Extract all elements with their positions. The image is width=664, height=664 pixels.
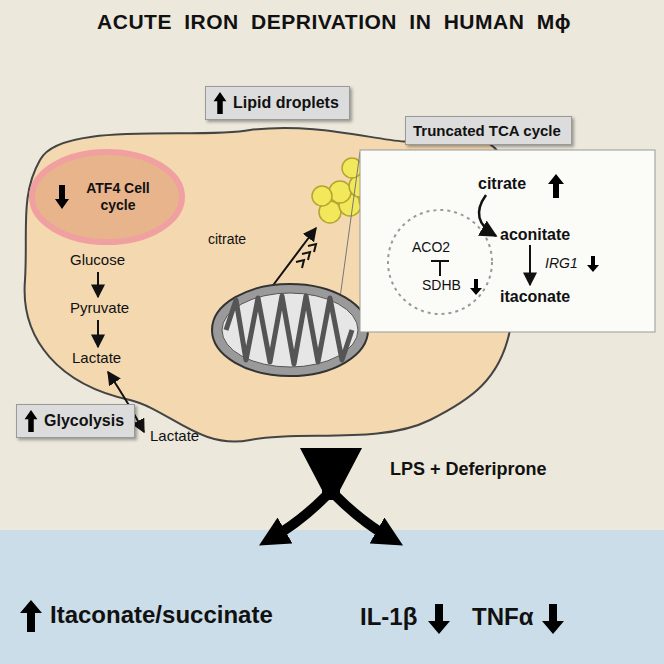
funnel [300, 448, 362, 500]
up-arrow [213, 92, 227, 114]
up-arrow [20, 600, 42, 632]
inhibition-line [439, 261, 441, 276]
gene-label: IRG1 [545, 256, 578, 271]
treatment-label: LPS + Deferiprone [390, 460, 547, 480]
upper-ground [0, 0, 664, 530]
pathway-arrow [97, 320, 99, 347]
nucleus-content: ATF4 Cell cycle [28, 148, 186, 246]
metabolite-label: Pyruvate [70, 300, 129, 317]
reaction-arrow [529, 245, 531, 285]
metabolite-label: aconitate [500, 226, 570, 244]
outcome-label: TNFα [472, 604, 533, 630]
pathway-arrow [97, 272, 99, 297]
metabolite-label: citrate [208, 232, 246, 247]
zoom-line [340, 152, 360, 298]
up-arrow [548, 174, 564, 198]
nucleus: ATF4 Cell cycle [28, 148, 186, 246]
down-arrow [470, 279, 482, 295]
down-arrow [587, 256, 599, 272]
mitochondrion [212, 284, 368, 376]
metabolite-label: itaconate [500, 288, 570, 306]
split-arrow [272, 496, 326, 538]
down-arrow [55, 184, 69, 210]
text-column: ATF4 Cell cycle [77, 180, 159, 215]
metabolite-label: Lactate [150, 428, 199, 445]
annotation-box: Glycolysis [16, 404, 135, 438]
split-arrow [336, 496, 390, 538]
lower-band [0, 530, 664, 664]
enzyme-label: SDHB [422, 278, 461, 293]
export-arrow [268, 228, 316, 292]
header-tab: Truncated TCA cycle [405, 116, 572, 145]
mito-matrix [222, 293, 358, 367]
reaction-arrow [479, 195, 496, 236]
outcome-label: IL-1β [360, 604, 417, 630]
annotation-box: Lipid droplets [205, 86, 350, 120]
metabolite-label: Lactate [72, 350, 121, 367]
cristae [226, 296, 352, 364]
enzyme-label: ACO2 [412, 240, 450, 255]
metabolite-label: citrate [478, 175, 526, 193]
node-text: Truncated TCA cycle [413, 122, 561, 139]
up-arrow [24, 410, 38, 432]
title: ACUTE IRON DEPRIVATION IN HUMAN Mϕ [2, 10, 664, 34]
inset-panel [360, 150, 655, 332]
down-arrow [428, 604, 450, 634]
node-text: ATF4 Cell cycle [77, 180, 159, 215]
chevrons [296, 244, 316, 268]
inhibition-bar [431, 260, 449, 262]
node-text: Lipid droplets [233, 94, 339, 112]
outcome-label: Itaconate/succinate [50, 602, 273, 628]
metabolite-label: Glucose [70, 252, 125, 269]
tca-circle [388, 210, 492, 314]
node-text: Glycolysis [44, 412, 124, 430]
down-arrow [542, 604, 564, 634]
